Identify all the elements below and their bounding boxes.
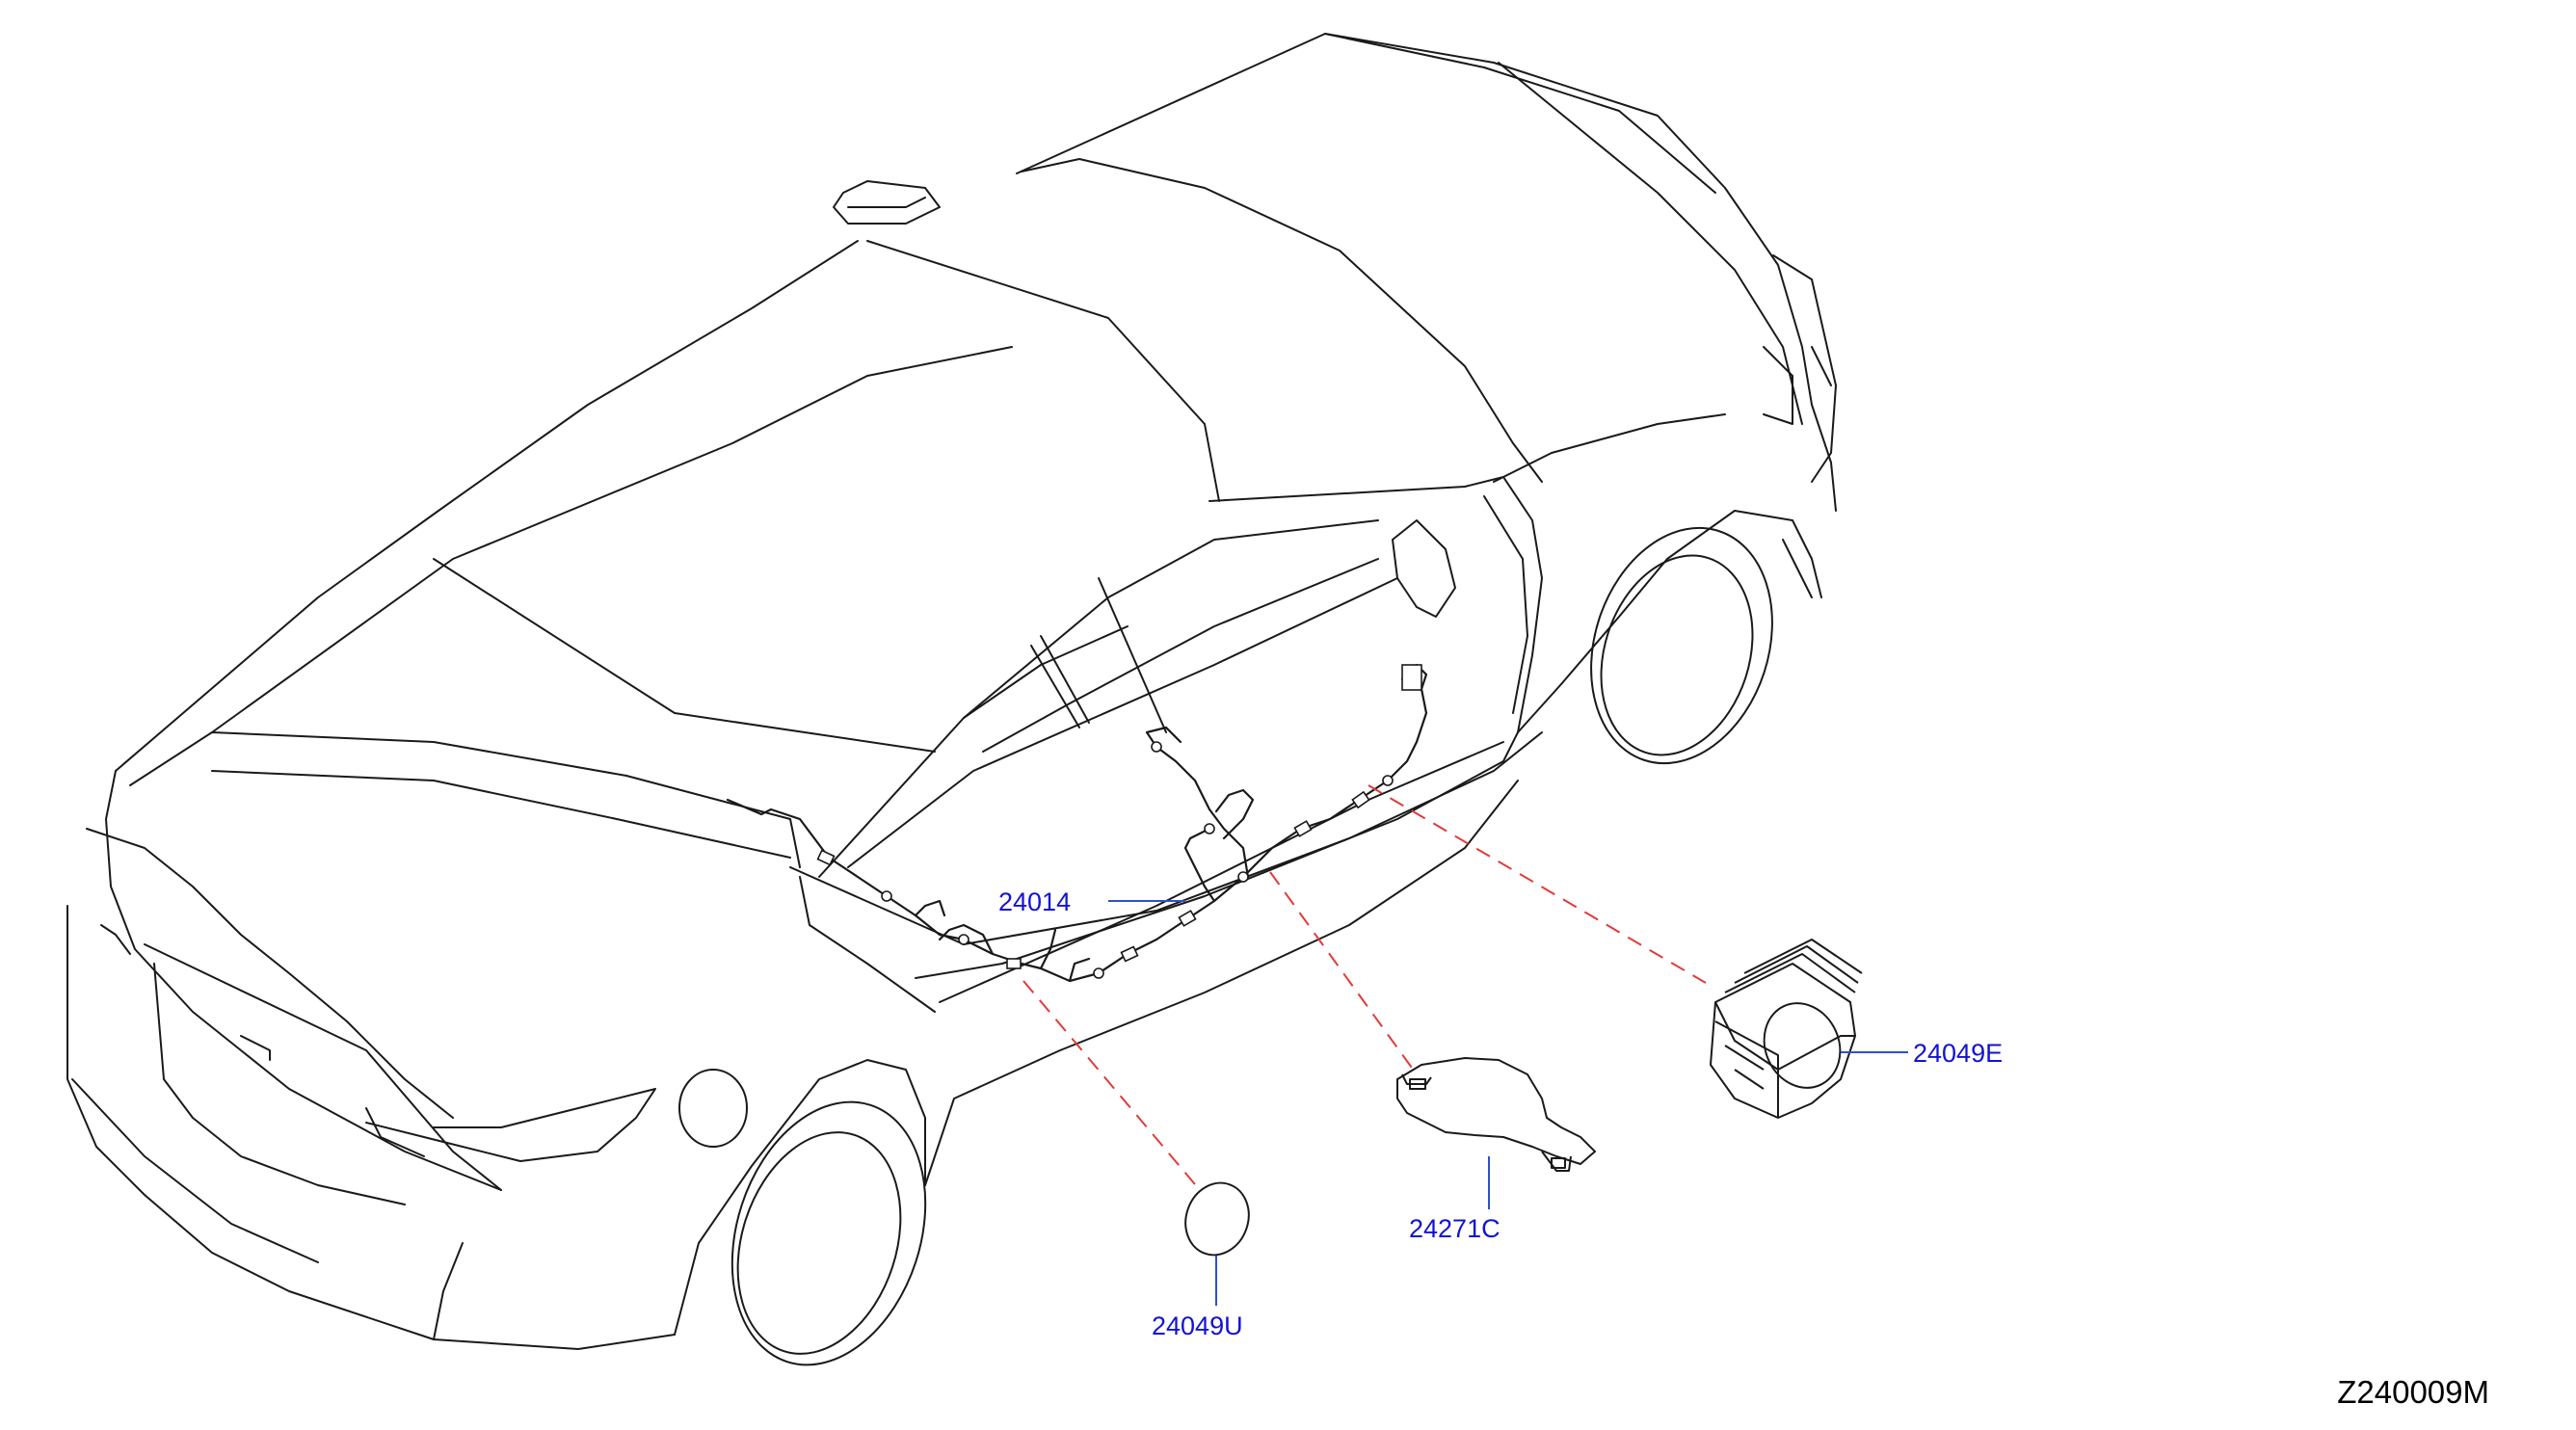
harness-grommet [881,890,892,902]
harness-grommet [1093,967,1104,979]
grommet-block-icon [1710,939,1863,1119]
harness-clip [1351,790,1370,809]
dash-line-24049e [1368,784,1707,984]
part-number-24049u: 24049U [1152,1311,1243,1340]
harness-clip [1006,958,1022,969]
harness-grommet [1237,871,1249,883]
dash-line-24049u [1022,980,1201,1191]
callout-dash-lines [1022,784,1707,1191]
harness-grommet [1151,741,1162,753]
bracket-plate-icon [1396,1057,1596,1172]
part-number-24014: 24014 [998,887,1071,916]
harness-grommet [1204,823,1215,834]
harness-clip [816,849,836,866]
harness-clip [1293,820,1313,837]
harness-connector [1401,664,1422,691]
part-number-24271c: 24271C [1409,1214,1500,1243]
wire-harness [726,663,1428,983]
dash-line-24271c [1269,871,1418,1075]
harness-clip [1120,945,1139,963]
harness-clip [1178,910,1197,927]
harness-grommet [958,934,969,945]
harness-grommet [1382,775,1394,786]
diagram-reference-code: Z240009M [2337,1374,2489,1410]
car-body-illustration [66,33,1837,1366]
part-number-24049e: 24049E [1913,1039,2003,1068]
round-cap-icon [1184,1181,1250,1257]
callout-leader-lines [1108,900,1908,1306]
